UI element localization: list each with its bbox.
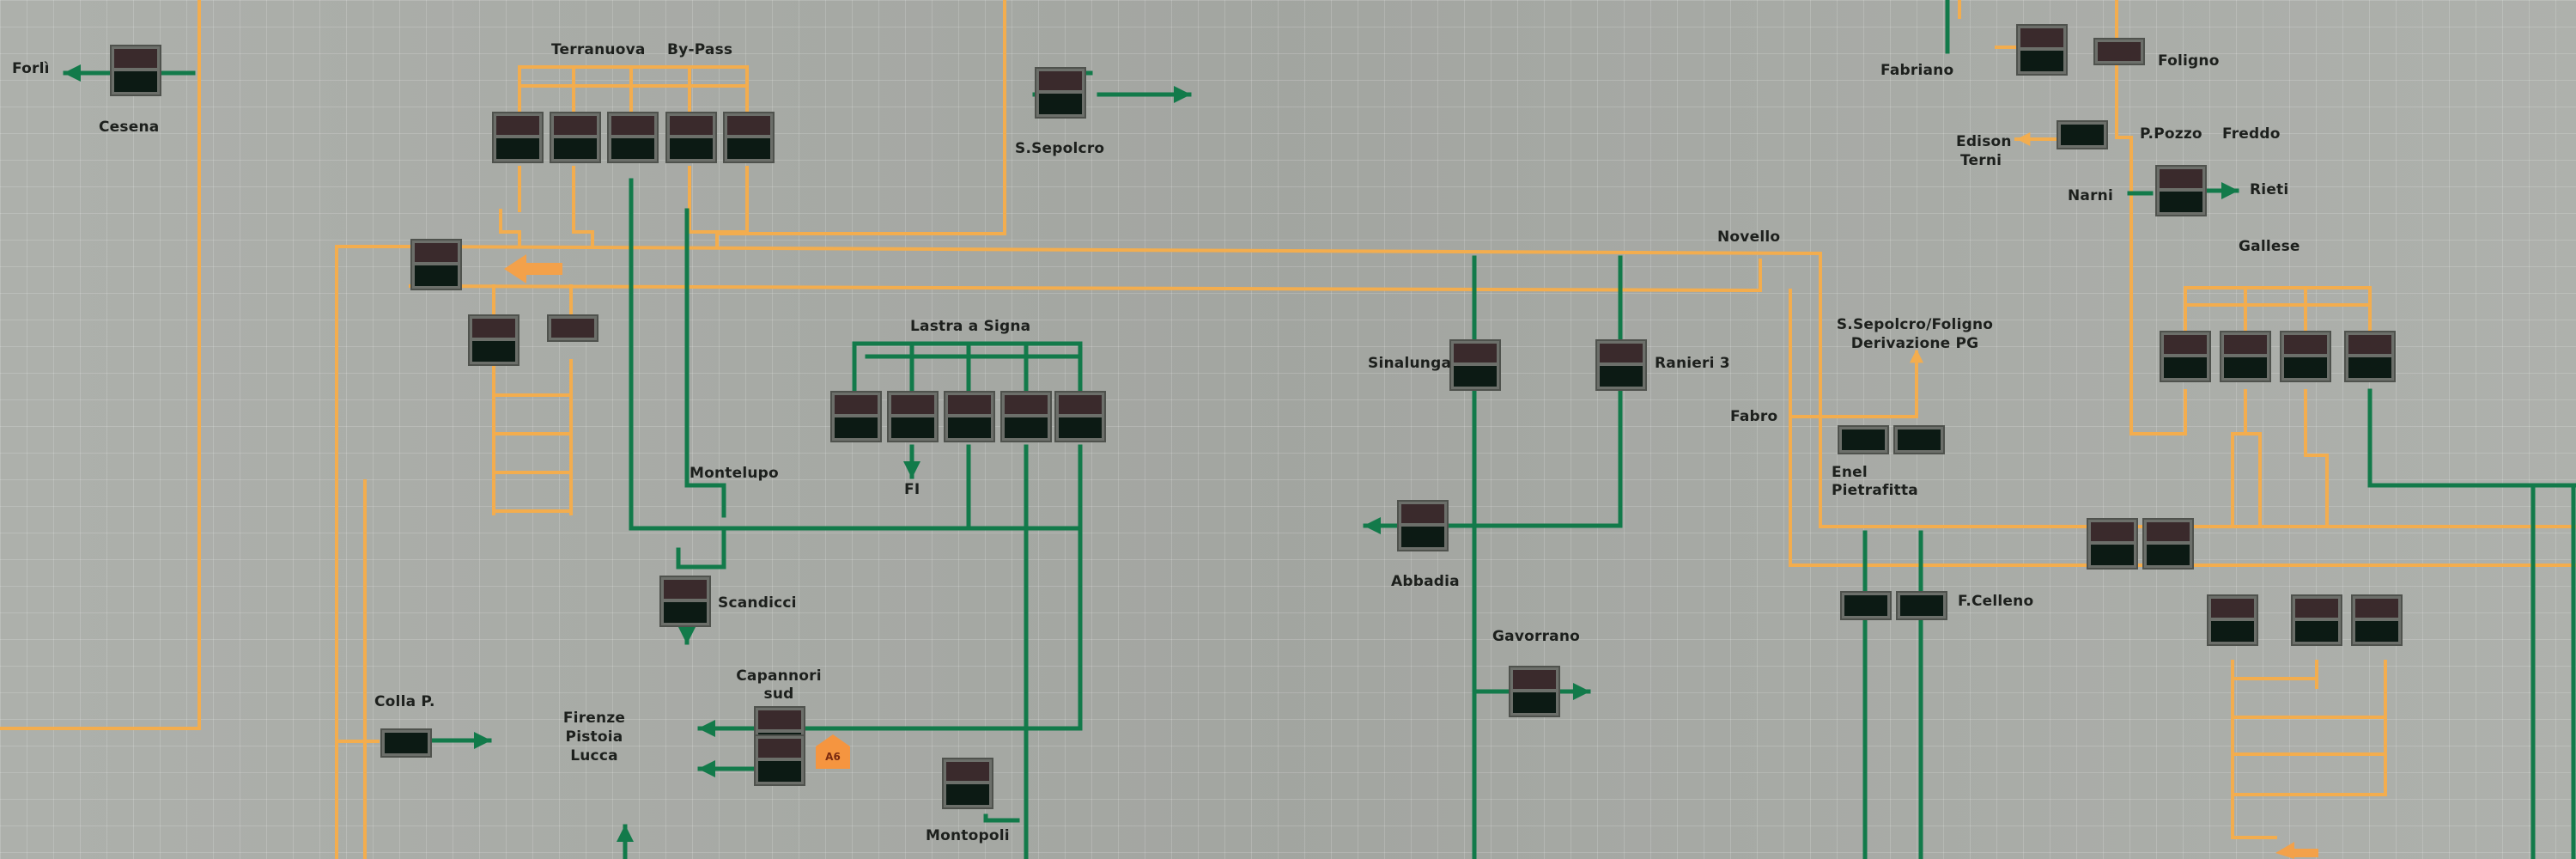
label-forli: Forlì [12, 60, 50, 77]
label-fabro: Fabro [1730, 408, 1778, 425]
label-s-sepolcro: S.Sepolcro [1015, 140, 1105, 157]
display-gallese-4 [2344, 331, 2396, 382]
label-novello: Novello [1717, 228, 1781, 246]
label-ssf-line2: Derivazione PG [1850, 335, 1979, 352]
display-ladder-top-left [468, 314, 519, 366]
label-narni: Narni [2068, 187, 2114, 204]
label-lastra: Lastra a Signa [910, 318, 1031, 335]
label-edison: Edison [1956, 133, 2012, 150]
display-lastra-2 [887, 391, 939, 442]
label-gavorrano: Gavorrano [1492, 628, 1581, 645]
display-fceleno-2 [1896, 591, 1947, 620]
bottom-orange-arrow [2275, 842, 2318, 859]
label-firenze: Firenze [562, 710, 626, 727]
display-fceleno-1 [1840, 591, 1892, 620]
display-terranuova-5 [723, 112, 775, 163]
display-lower-right-3 [2351, 594, 2403, 646]
display-capannori-2 [754, 734, 805, 786]
display-ladder-top-right [547, 314, 598, 342]
green-lines [63, 0, 2576, 859]
label-ranieri: Ranieri 3 [1655, 355, 1730, 372]
label-pistoia: Pistoia [565, 728, 623, 746]
display-enel-2 [1893, 425, 1945, 454]
label-bypass: By-Pass [667, 41, 733, 58]
display-cesena [110, 45, 161, 96]
display-left-junction [410, 239, 462, 290]
label-ppozzo: P.Pozzo [2140, 125, 2202, 143]
display-lastra-1 [830, 391, 882, 442]
label-cesena: Cesena [99, 119, 160, 136]
label-lucca: Lucca [570, 747, 618, 765]
display-gallese-2 [2220, 331, 2271, 382]
display-abbadia [1397, 500, 1449, 551]
label-montelupo: Montelupo [690, 465, 779, 482]
label-enel: Enel [1832, 464, 1868, 481]
label-foligno: Foligno [2158, 52, 2220, 70]
display-enel-1 [1838, 425, 1889, 454]
display-right-junction-1 [2087, 518, 2138, 570]
display-narni [2155, 165, 2207, 216]
label-abbadia: Abbadia [1391, 573, 1460, 590]
display-lastra-3 [944, 391, 995, 442]
label-sinalunga: Sinalunga [1368, 355, 1452, 372]
display-montopoli [942, 758, 993, 809]
label-scandicci: Scandicci [718, 594, 797, 612]
label-pietrafitta: Pietrafitta [1832, 482, 1918, 499]
display-lastra-5 [1054, 391, 1106, 442]
label-freddo: Freddo [2222, 125, 2281, 143]
display-foligno [2093, 38, 2145, 65]
display-lastra-4 [1000, 391, 1052, 442]
label-rieti: Rieti [2250, 181, 2289, 198]
label-colla: Colla P. [374, 693, 435, 710]
display-gallese-3 [2280, 331, 2331, 382]
display-ranieri [1595, 339, 1647, 391]
display-colla [380, 728, 432, 758]
display-terranuova-4 [665, 112, 717, 163]
display-fabriano [2016, 24, 2068, 76]
label-capannori-2: sud [763, 685, 794, 703]
label-ssf-line1: S.Sepolcro/Foligno [1836, 316, 1994, 333]
display-right-junction-2 [2142, 518, 2194, 570]
display-s-sepolcro [1035, 67, 1086, 119]
label-terranuova: Terranuova [551, 41, 646, 58]
label-montopoli: Montopoli [926, 827, 1010, 844]
label-fabriano: Fabriano [1880, 62, 1954, 79]
display-lower-right-1 [2207, 594, 2258, 646]
label-capannori-1: Capannori [736, 667, 822, 685]
label-gallese: Gallese [2239, 238, 2300, 255]
label-fi: FI [904, 481, 920, 498]
display-scandicci [659, 576, 711, 627]
label-terni: Terni [1960, 152, 2002, 169]
display-gallese-1 [2160, 331, 2211, 382]
display-terranuova-3 [607, 112, 659, 163]
display-terranuova-2 [550, 112, 601, 163]
display-lower-right-2 [2291, 594, 2342, 646]
big-orange-arrow [504, 254, 562, 283]
label-fceleno: F.Celleno [1958, 593, 2034, 610]
display-sinalunga [1449, 339, 1501, 391]
display-terranuova-1 [492, 112, 544, 163]
display-edison [2057, 120, 2108, 149]
display-gavorrano [1509, 666, 1560, 717]
